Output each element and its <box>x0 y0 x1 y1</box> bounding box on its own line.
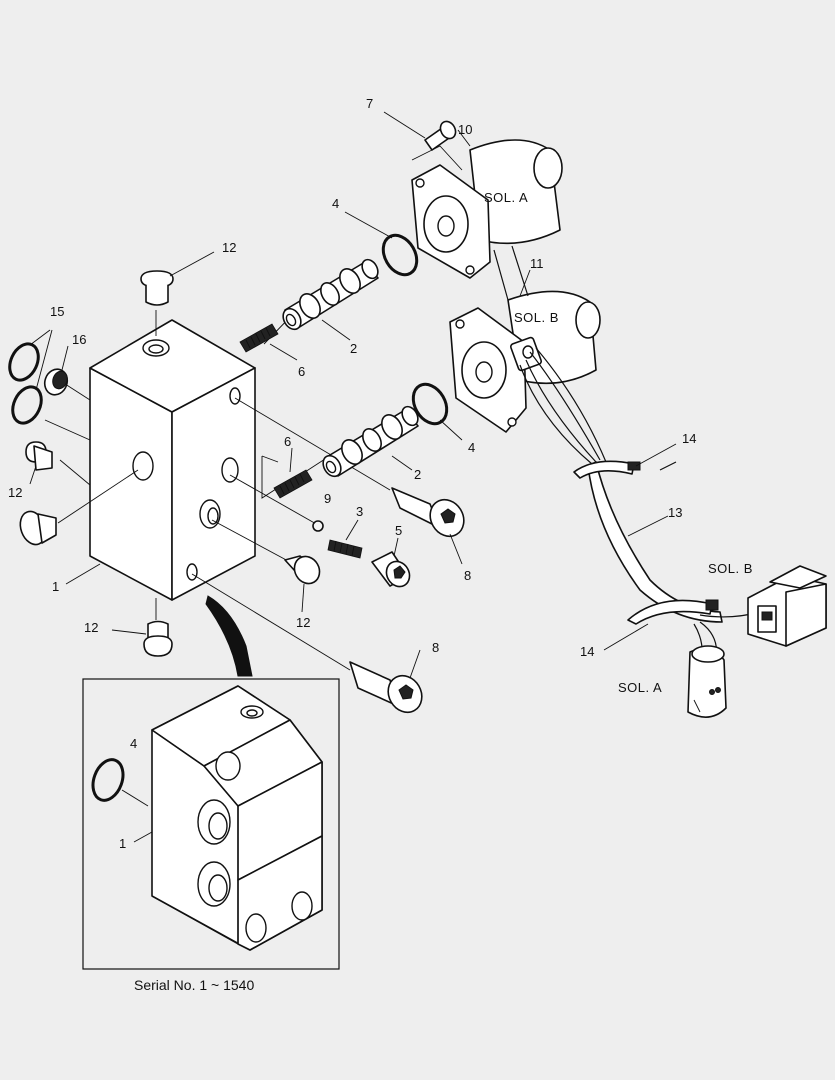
spool-2-lower <box>322 405 419 478</box>
label-13: 13 <box>668 505 682 520</box>
label-2-upper: 2 <box>350 341 357 356</box>
spool-2-upper <box>282 258 379 331</box>
label-4-inset: 4 <box>130 736 137 751</box>
solenoid-labels: SOL. A SOL. B SOL. B SOL. A <box>484 190 753 695</box>
label-14-upper: 14 <box>682 431 696 446</box>
label-12-left: 12 <box>8 485 22 500</box>
label-6-upper: 6 <box>298 364 305 379</box>
spring-6-lower <box>273 469 313 499</box>
label-8-upper: 8 <box>464 568 471 583</box>
label-14-lower: 14 <box>580 644 594 659</box>
label-12-bottom: 12 <box>84 620 98 635</box>
tie-clip-upper <box>573 460 641 479</box>
connector-sol-a <box>687 645 727 718</box>
inset-caption: Serial No. 1 ~ 1540 <box>134 977 254 993</box>
label-sol-a-connector: SOL. A <box>618 680 662 695</box>
label-6-lower: 6 <box>284 434 291 449</box>
connector-sol-b <box>747 565 827 647</box>
spring-3 <box>327 539 363 559</box>
solenoid-coil-b <box>449 245 601 433</box>
o-ring-4-lower <box>411 382 449 426</box>
label-1-inset: 1 <box>119 836 126 851</box>
plug-5 <box>371 551 411 588</box>
label-16: 16 <box>72 332 86 347</box>
screw-7 <box>383 111 457 151</box>
label-12-right: 12 <box>296 615 310 630</box>
label-sol-b-coil: SOL. B <box>514 310 559 325</box>
bolt-8-upper <box>391 487 465 538</box>
callout-arrow <box>205 595 253 677</box>
label-4-upper: 4 <box>332 196 339 211</box>
part-labels: 12 15 16 12 1 12 4 2 6 4 6 2 9 3 5 8 12 … <box>8 96 696 851</box>
label-sol-b-connector: SOL. B <box>708 561 753 576</box>
label-3: 3 <box>356 504 363 519</box>
solenoid-coil-a <box>411 139 563 279</box>
label-1-main: 1 <box>52 579 59 594</box>
label-7: 7 <box>366 96 373 111</box>
plug-12-left-upper <box>25 441 53 471</box>
o-ring-15-lower <box>11 385 43 425</box>
valve-body <box>89 319 256 601</box>
label-sol-a-coil: SOL. A <box>484 190 528 205</box>
plug-12-bottom <box>143 620 173 657</box>
label-leaders <box>29 129 677 679</box>
plug-12-right <box>284 555 321 585</box>
bolt-8-lower <box>349 661 423 714</box>
tie-clip-lower <box>627 599 719 625</box>
label-9: 9 <box>324 491 331 506</box>
inset-panel <box>82 678 340 970</box>
plug-12-left-lower <box>19 510 57 546</box>
label-11: 11 <box>530 256 544 271</box>
seal-16 <box>43 368 69 396</box>
check-ball-9 <box>312 520 324 532</box>
wire-harness <box>519 347 761 661</box>
label-8-lower: 8 <box>432 640 439 655</box>
label-2-lower: 2 <box>414 467 421 482</box>
label-4-lower: 4 <box>468 440 475 455</box>
spring-6-upper <box>239 323 279 353</box>
label-5: 5 <box>395 523 402 538</box>
label-15: 15 <box>50 304 64 319</box>
label-10: 10 <box>458 122 472 137</box>
o-ring-15-upper <box>8 342 40 382</box>
label-12-top: 12 <box>222 240 236 255</box>
leader-lines <box>44 310 391 671</box>
plug-12-top <box>140 270 174 306</box>
